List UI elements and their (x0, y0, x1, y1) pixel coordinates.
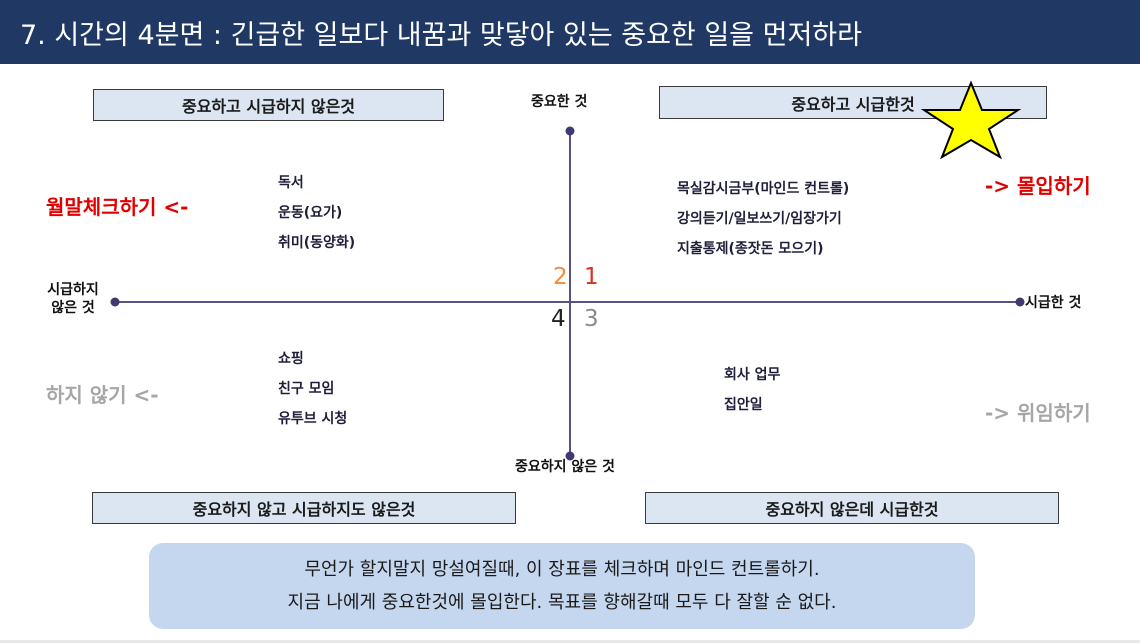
footer-note: 무언가 할지말지 망설여질때, 이 장표를 체크하며 마인드 컨트롤하기. 지금… (149, 543, 975, 629)
action-dont-do: 하지 않기 <- (46, 383, 159, 407)
list-item: 독서 (278, 175, 304, 191)
quadrant-number-1: 1 (584, 264, 599, 290)
axis-bottom-dot (565, 451, 575, 461)
quadrant-box-not-important-not-urgent: 중요하지 않고 시급하지도 않은것 (92, 492, 516, 524)
action-delegate: -> 위임하기 (985, 401, 1091, 425)
bottom-divider (0, 640, 1140, 643)
quadrant-box-important-not-urgent: 중요하고 시급하지 않은것 (93, 89, 444, 121)
page-title: 7. 시간의 4분면 : 긴급한 일보다 내꿈과 맞닿아 있는 중요한 일을 먼… (20, 19, 862, 51)
list-item: 목실감시금부(마인드 컨트롤) (677, 181, 850, 197)
footer-line-1: 무언가 할지말지 망설여질때, 이 장표를 체크하며 마인드 컨트롤하기. (304, 559, 820, 580)
axis-label-urgent: 시급한 것 (1025, 295, 1082, 311)
list-item: 유투브 시청 (278, 411, 348, 427)
star-icon (920, 80, 1022, 160)
axis-label-important: 중요한 것 (531, 94, 588, 110)
axis-left-dot (110, 297, 120, 307)
quadrant-4-items: 쇼핑 친구 모임 유투브 시청 (278, 348, 347, 438)
axis-label-not-urgent-line2: 않은 것 (51, 300, 95, 316)
list-item: 집안일 (724, 397, 763, 413)
title-bar: 7. 시간의 4분면 : 긴급한 일보다 내꿈과 맞닿아 있는 중요한 일을 먼… (0, 0, 1140, 64)
list-item: 친구 모임 (278, 381, 335, 397)
list-item: 회사 업무 (724, 367, 781, 383)
quadrant-number-3: 3 (584, 306, 599, 332)
list-item: 취미(동양화) (278, 235, 356, 251)
axis-label-not-urgent-line1: 시급하지 (47, 282, 99, 298)
axis-label-not-important: 중요하지 않은 것 (515, 459, 615, 475)
axis-label-not-urgent: 시급하지 않은 것 (28, 281, 118, 317)
quadrant-number-4: 4 (551, 306, 566, 332)
quadrant-3-items: 회사 업무 집안일 (724, 364, 780, 424)
quadrant-number-2: 2 (553, 264, 568, 290)
list-item: 운동(요가) (278, 205, 343, 221)
quadrant-2-items: 독서 운동(요가) 취미(동양화) (278, 172, 355, 262)
action-focus: -> 몰입하기 (985, 174, 1091, 198)
quadrant-1-items: 목실감시금부(마인드 컨트롤) 강의듣기/일보쓰기/임장가기 지출통제(종잣돈 … (677, 178, 849, 268)
list-item: 쇼핑 (278, 351, 304, 367)
action-monthly-check: 월말체크하기 <- (46, 195, 189, 219)
axis-right-dot (1015, 297, 1025, 307)
list-item: 강의듣기/일보쓰기/임장가기 (677, 211, 842, 227)
quadrant-box-not-important-urgent: 중요하지 않은데 시급한것 (645, 492, 1059, 524)
footer-line-2: 지금 나에게 중요한것에 몰입한다. 목표를 향해갈때 모두 다 잘할 순 없다… (287, 592, 837, 613)
axis-top-dot (565, 126, 575, 136)
list-item: 지출통제(종잣돈 모으기) (677, 241, 824, 257)
